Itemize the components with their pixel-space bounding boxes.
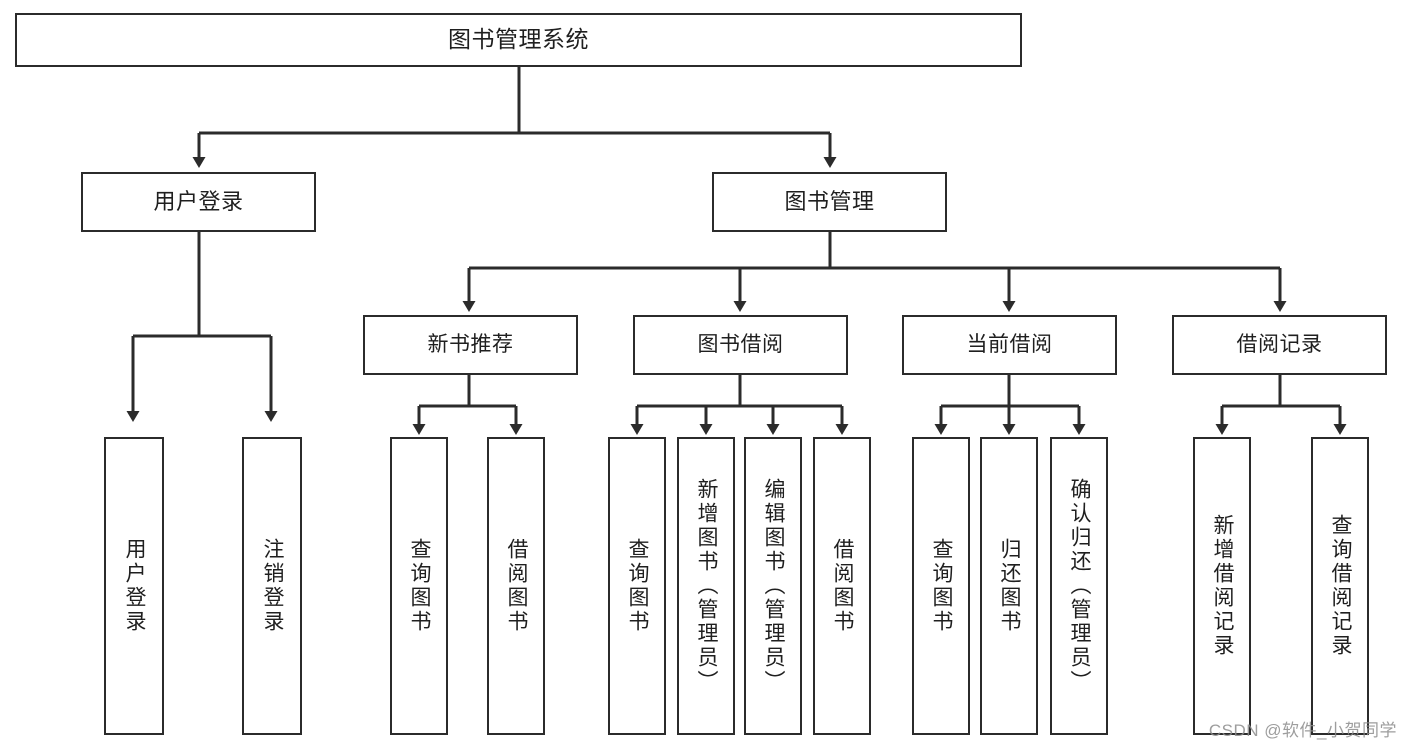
leaf-borrow-query-book[interactable]: 查询图书 xyxy=(608,437,666,735)
node-label: 查询图书 xyxy=(408,538,432,634)
node-label: 注销登录 xyxy=(261,538,285,634)
node-book-borrow[interactable]: 图书借阅 xyxy=(633,315,848,375)
leaf-record-add-record[interactable]: 新增借阅记录 xyxy=(1193,437,1251,735)
node-borrow-record[interactable]: 借阅记录 xyxy=(1172,315,1387,375)
node-label: 确认归还（管理员） xyxy=(1068,478,1092,694)
node-label: 新书推荐 xyxy=(427,332,514,356)
node-label: 查询图书 xyxy=(930,538,954,634)
node-book-management[interactable]: 图书管理 xyxy=(712,172,947,232)
leaf-borrow-edit-book-admin[interactable]: 编辑图书（管理员） xyxy=(744,437,802,735)
node-label: 编辑图书（管理员） xyxy=(762,478,786,694)
node-label: 用户登录 xyxy=(153,189,244,215)
node-label: 查询借阅记录 xyxy=(1329,514,1353,658)
leaf-user-login-signin[interactable]: 用户登录 xyxy=(104,437,164,735)
leaf-borrow-borrow-book[interactable]: 借阅图书 xyxy=(813,437,871,735)
node-current-borrow[interactable]: 当前借阅 xyxy=(902,315,1117,375)
leaf-current-query-book[interactable]: 查询图书 xyxy=(912,437,970,735)
node-label: 查询图书 xyxy=(626,538,650,634)
node-root-system[interactable]: 图书管理系统 xyxy=(15,13,1022,67)
node-label: 归还图书 xyxy=(998,538,1022,634)
node-label: 图书管理 xyxy=(784,189,875,215)
node-label: 新增图书（管理员） xyxy=(695,478,719,694)
node-user-login[interactable]: 用户登录 xyxy=(81,172,316,232)
node-label: 当前借阅 xyxy=(966,332,1053,356)
node-label: 图书管理系统 xyxy=(448,26,589,53)
node-label: 借阅图书 xyxy=(505,538,529,634)
node-label: 图书借阅 xyxy=(697,332,784,356)
leaf-current-confirm-return-admin[interactable]: 确认归还（管理员） xyxy=(1050,437,1108,735)
leaf-current-return-book[interactable]: 归还图书 xyxy=(980,437,1038,735)
leaf-borrow-add-book-admin[interactable]: 新增图书（管理员） xyxy=(677,437,735,735)
node-label: 借阅图书 xyxy=(831,538,855,634)
leaf-recommend-query-book[interactable]: 查询图书 xyxy=(390,437,448,735)
csdn-watermark: CSDN @软件_小贺同学 xyxy=(1208,721,1397,740)
leaf-recommend-borrow-book[interactable]: 借阅图书 xyxy=(487,437,545,735)
node-label: 用户登录 xyxy=(123,538,147,634)
leaf-record-query-record[interactable]: 查询借阅记录 xyxy=(1311,437,1369,735)
node-label: 借阅记录 xyxy=(1236,332,1323,356)
node-label: 新增借阅记录 xyxy=(1211,514,1235,658)
leaf-user-login-signout[interactable]: 注销登录 xyxy=(242,437,302,735)
node-new-book-recommend[interactable]: 新书推荐 xyxy=(363,315,578,375)
